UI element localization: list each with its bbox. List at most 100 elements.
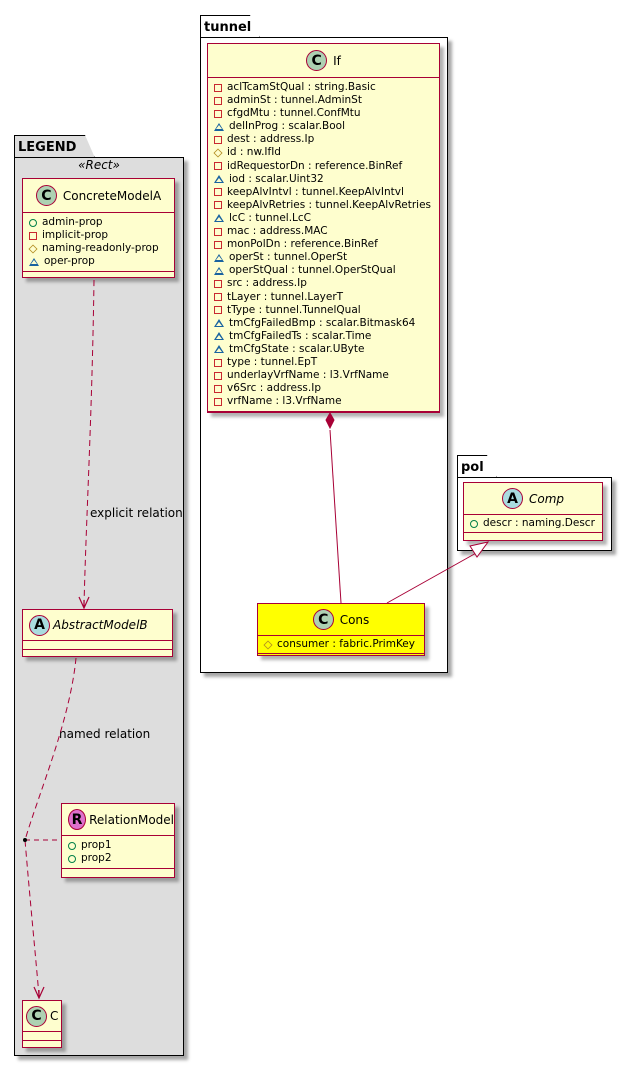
field-row: tmCfgFailedBmp : scalar.Bitmask64 [214,317,439,330]
field-text: tLayer : tunnel.LayerT [227,290,344,303]
private-visibility-icon [214,83,222,92]
class-fields: consumer : fabric.PrimKey [258,636,424,655]
field-row: keepAlvIntvl : tunnel.KeepAlvIntvl [214,186,439,199]
class-methods [208,412,439,420]
field-text: implicit-prop [42,229,109,242]
legend-package-body [14,157,184,1056]
protected-visibility-icon [263,640,273,650]
field-row: underlayVrfName : l3.VrfName [214,369,439,382]
tunnel-package-tab: tunnel [200,15,260,38]
field-row: consumer : fabric.PrimKey [263,638,424,651]
class-header: C ConcreteModelA [23,179,174,213]
class-methods [23,650,172,658]
class-abstract-model-b[interactable]: A AbstractModelB [22,609,173,657]
class-comp[interactable]: A Comp descr : naming.Descr [463,482,603,541]
field-row: cfgdMtu : tunnel.ConfMtu [214,107,439,120]
field-text: operStQual : tunnel.OperStQual [229,264,396,277]
field-row: operStQual : tunnel.OperStQual [214,264,439,277]
field-text: oper-prop [44,255,95,268]
field-row: type : tunnel.EpT [214,356,439,369]
field-row: id : nw.IfId [213,146,439,159]
field-text: underlayVrfName : l3.VrfName [227,369,389,382]
field-text: adminSt : tunnel.AdminSt [227,94,362,107]
class-name: Comp [528,491,565,506]
field-text: idRequestorDn : reference.BinRef [227,159,403,172]
class-spot-icon: C [26,1005,47,1027]
legend-package-tab: LEGEND [14,135,95,158]
field-text: tmCfgState : scalar.UByte [229,342,365,355]
field-row: operSt : tunnel.OperSt [214,251,439,264]
field-text: descr : naming.Descr [483,517,595,529]
field-row: implicit-prop [29,229,174,242]
class-methods [258,654,424,660]
class-header: C C [23,1001,61,1032]
package-visibility-icon [214,253,224,262]
package-visibility-icon [214,345,224,354]
class-cons[interactable]: C Cons consumer : fabric.PrimKey [257,603,425,656]
abstract-spot-icon: A [501,488,523,509]
class-c[interactable]: C C [22,1000,62,1048]
field-text: cfgdMtu : tunnel.ConfMtu [227,107,361,120]
field-text: operSt : tunnel.OperSt [229,251,348,264]
field-text: prop1 [81,839,112,851]
class-methods [62,869,174,877]
field-text: lcC : tunnel.LcC [229,211,311,224]
field-text: type : tunnel.EpT [227,355,318,368]
private-visibility-icon [214,109,222,118]
class-header: A Comp [464,483,602,515]
field-text: tmCfgFailedTs : scalar.Time [229,329,372,342]
field-text: id : nw.IfId [227,146,281,159]
public-visibility-icon [470,519,478,528]
private-visibility-icon [214,162,222,171]
field-row: admin-prop [29,216,174,229]
field-row: prop1 [68,839,174,852]
field-row: v6Src : address.Ip [214,382,439,395]
relation-spot-icon: R [68,809,87,830]
private-visibility-icon [214,306,222,315]
explicit-relation-label: explicit relation [90,506,183,520]
abstract-spot-icon: A [29,614,50,636]
package-visibility-icon [214,122,224,131]
field-text: keepAlvIntvl : tunnel.KeepAlvIntvl [227,185,404,198]
class-fields [23,1032,61,1041]
field-row: oper-prop [29,255,174,268]
field-text: consumer : fabric.PrimKey [277,638,415,650]
private-visibility-icon [214,397,222,406]
field-row: tmCfgState : scalar.UByte [214,343,439,356]
class-fields [23,641,172,650]
field-row: adminSt : tunnel.AdminSt [214,94,439,107]
field-row: tmCfgFailedTs : scalar.Time [214,330,439,343]
field-text: naming-readonly-prop [42,242,159,255]
field-row: dest : address.Ip [214,133,439,146]
field-row: monPolDn : reference.BinRef [214,238,439,251]
package-visibility-icon [214,266,224,275]
class-name: AbstractModelB [53,618,148,632]
field-text: iod : scalar.Uint32 [229,172,324,185]
field-text: vrfName : l3.VrfName [227,395,342,408]
public-visibility-icon [68,854,76,863]
class-name: ConcreteModelA [62,188,162,203]
package-visibility-icon [214,319,224,328]
field-row: keepAlvRetries : tunnel.KeepAlvRetries [214,199,439,212]
field-text: prop2 [81,852,112,865]
class-spot-icon: C [306,50,328,71]
protected-visibility-icon [213,148,223,158]
private-visibility-icon [214,293,222,302]
private-visibility-icon [214,135,222,144]
field-row: delInProg : scalar.Bool [214,120,439,133]
private-visibility-icon [214,188,222,197]
named-relation-label: named relation [59,727,151,741]
class-spot-icon: C [35,185,57,206]
package-visibility-icon [214,332,224,341]
class-methods [23,272,174,280]
package-visibility-icon [29,257,39,266]
field-row: tType : tunnel.TunnelQual [214,304,439,317]
class-header: A AbstractModelB [23,610,172,641]
field-text: admin-prop [42,216,103,228]
